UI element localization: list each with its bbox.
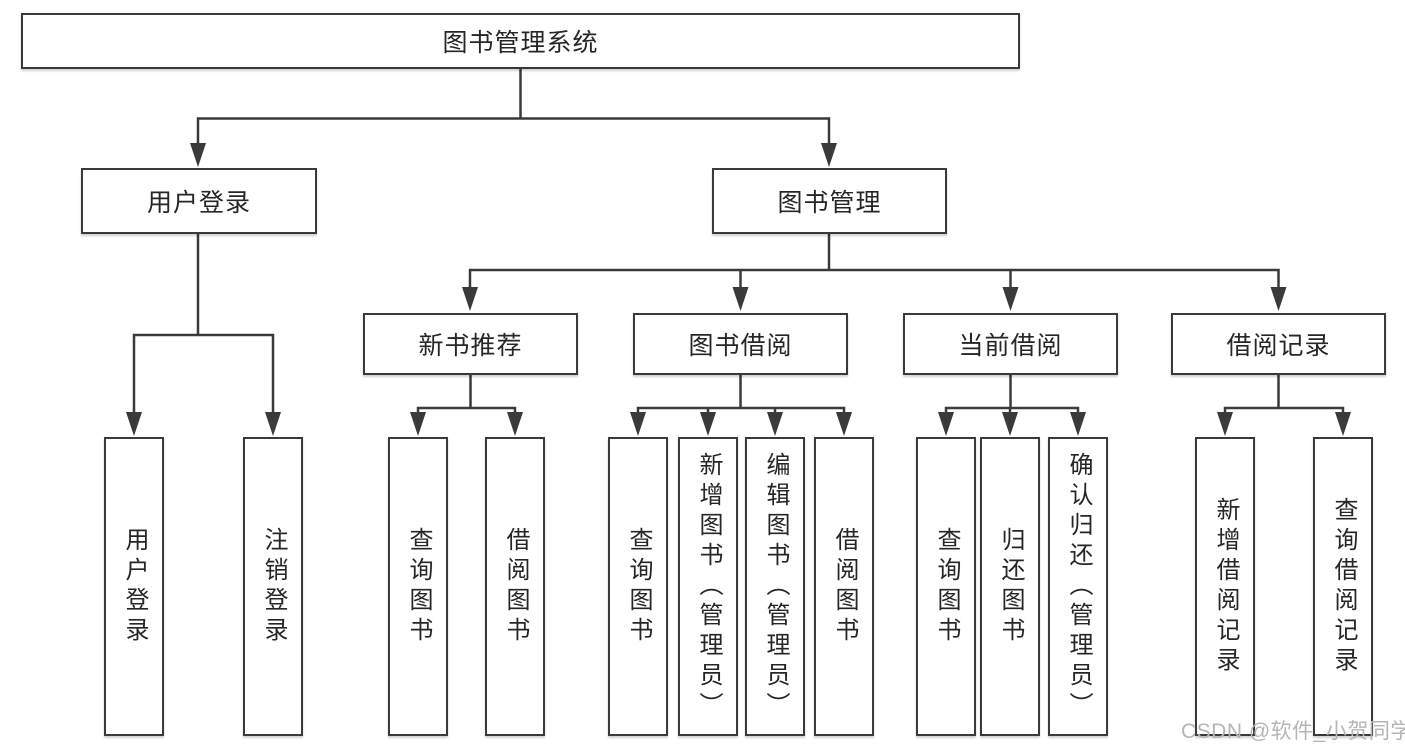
- csdn-watermark: CSDN @软件_小贺同学: [1181, 720, 1405, 743]
- leaf-search-books-borrowing: 查询图书: [608, 437, 668, 736]
- leaf-edit-books-admin-label: 编辑图书（管理员）: [762, 451, 789, 722]
- node-root-label: 图书管理系统: [442, 29, 599, 57]
- leaf-add-books-admin-label: 新增图书（管理员）: [695, 451, 722, 722]
- leaf-search-books-recommend-label: 查询图书: [405, 526, 432, 647]
- leaf-search-books-current: 查询图书: [916, 437, 976, 736]
- leaf-borrow-books-borrowing: 借阅图书: [814, 437, 874, 736]
- arrowhead-icons: [126, 143, 1351, 436]
- leaf-borrow-books-recommend: 借阅图书: [485, 437, 545, 736]
- leaf-edit-books-admin: 编辑图书（管理员）: [745, 437, 805, 736]
- node-new-book-recommend: 新书推荐: [363, 313, 578, 375]
- node-new-book-recommend-label: 新书推荐: [418, 332, 523, 360]
- node-borrowing-records: 借阅记录: [1171, 313, 1386, 375]
- leaf-search-books-current-label: 查询图书: [933, 526, 960, 647]
- leaf-logout: 注销登录: [243, 437, 303, 736]
- leaf-user-login: 用户登录: [104, 437, 164, 736]
- node-current-borrowing-label: 当前借阅: [958, 332, 1063, 360]
- node-book-borrowing: 图书借阅: [633, 313, 848, 375]
- leaf-add-borrow-record: 新增借阅记录: [1195, 437, 1255, 736]
- leaf-confirm-return-admin-label: 确认归还（管理员）: [1065, 451, 1092, 722]
- leaf-return-books-label: 归还图书: [997, 526, 1024, 647]
- leaf-confirm-return-admin: 确认归还（管理员）: [1048, 437, 1108, 736]
- leaf-logout-label: 注销登录: [260, 526, 287, 647]
- leaf-borrow-books-borrowing-label: 借阅图书: [831, 526, 858, 647]
- leaf-search-borrow-record-label: 查询借阅记录: [1330, 496, 1357, 677]
- leaf-user-login-label: 用户登录: [121, 526, 148, 647]
- node-user-login: 用户登录: [81, 168, 317, 234]
- node-borrowing-records-label: 借阅记录: [1226, 332, 1331, 360]
- leaf-add-borrow-record-label: 新增借阅记录: [1212, 496, 1239, 677]
- leaf-borrow-books-recommend-label: 借阅图书: [502, 526, 529, 647]
- node-book-borrowing-label: 图书借阅: [688, 332, 793, 360]
- leaf-add-books-admin: 新增图书（管理员）: [678, 437, 738, 736]
- leaf-search-books-recommend: 查询图书: [388, 437, 448, 736]
- node-book-management-label: 图书管理: [777, 189, 882, 217]
- node-current-borrowing: 当前借阅: [903, 313, 1118, 375]
- leaf-search-borrow-record: 查询借阅记录: [1313, 437, 1373, 736]
- node-book-management: 图书管理: [712, 168, 947, 234]
- leaf-return-books: 归还图书: [980, 437, 1040, 736]
- leaf-search-books-borrowing-label: 查询图书: [625, 526, 652, 647]
- node-user-login-label: 用户登录: [146, 189, 251, 217]
- node-root: 图书管理系统: [21, 13, 1020, 69]
